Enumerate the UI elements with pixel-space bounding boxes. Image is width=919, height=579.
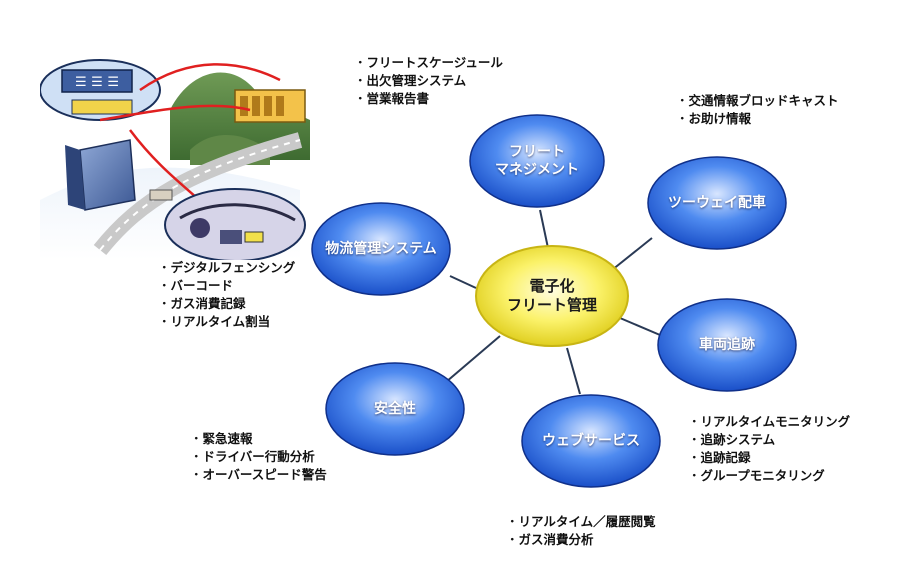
bullet-item: 出欠管理システム (354, 72, 503, 90)
node-logistics-management-line-1: 物流管理システム (325, 241, 437, 257)
node-vehicle-tracking-line-1: 車両追跡 (699, 337, 755, 353)
bullet-item: 営業報告書 (354, 90, 503, 108)
center-node: 電子化 フリート管理 (474, 244, 630, 348)
bullet-item: リアルタイム割当 (158, 313, 295, 331)
connector-vehicle (619, 317, 661, 336)
center-node-label: 電子化 フリート管理 (474, 277, 630, 315)
bullet-item: ガス消費分析 (506, 531, 656, 549)
bullets-logistics: デジタルフェンシング バーコード ガス消費記録 リアルタイム割当 (158, 259, 296, 331)
center-node-line-1: 電子化 (529, 277, 575, 295)
center-node-line-2: フリート管理 (506, 296, 597, 314)
truck (149, 189, 173, 201)
driver-cab-view (164, 188, 306, 260)
node-fleet-management-line-1: フリート (509, 144, 565, 160)
bullet-item: リアルタイム／履歴閲覧 (506, 513, 656, 531)
node-two-way-dispatch-line-1: ツーウェイ配車 (668, 195, 766, 211)
bullet-item: 追跡記録 (688, 449, 850, 467)
bullet-item: デジタルフェンシング (158, 259, 296, 277)
connector-logistics (449, 275, 477, 289)
connector-fleet (539, 209, 549, 249)
bullet-item: 追跡システム (688, 431, 850, 449)
node-safety-label: 安全性 (324, 400, 466, 418)
bullet-item: ガス消費記録 (158, 295, 295, 313)
bullet-item: フリートスケージュール (354, 54, 503, 72)
node-vehicle-tracking: 車両追跡 (656, 297, 798, 393)
office-building (79, 139, 136, 211)
connector-safety (445, 335, 501, 383)
bullet-item: ドライバー行動分析 (190, 448, 327, 466)
connector-twoway (611, 237, 653, 271)
node-two-way-dispatch: ツーウェイ配車 (646, 155, 788, 251)
bullet-item: 緊急速報 (190, 430, 327, 448)
bullets-twoway: 交通情報ブロッドキャスト お助け情報 (676, 92, 839, 128)
bullets-fleet: フリートスケージュール 出欠管理システム 営業報告書 (354, 54, 503, 108)
node-logistics-management-label: 物流管理システム (310, 240, 452, 258)
connector-web (566, 347, 581, 395)
node-two-way-dispatch-label: ツーウェイ配車 (646, 194, 788, 212)
bullet-item: バーコード (158, 277, 295, 295)
bullet-item: オーバースピード警告 (190, 466, 327, 484)
node-web-service-line-1: ウェブサービス (542, 433, 640, 449)
bullets-web: リアルタイム／履歴閲覧 ガス消費分析 (506, 513, 656, 549)
bullets-safety: 緊急速報 ドライバー行動分析 オーバースピード警告 (190, 430, 327, 484)
node-fleet-management-label: フリート マネジメント (468, 143, 606, 179)
node-logistics-management: 物流管理システム (310, 201, 452, 297)
bullet-item: 交通情報ブロッドキャスト (676, 92, 839, 110)
node-vehicle-tracking-label: 車両追跡 (656, 336, 798, 354)
node-safety: 安全性 (324, 361, 466, 457)
svg-text:☰ ☰ ☰: ☰ ☰ ☰ (75, 75, 119, 90)
node-web-service-label: ウェブサービス (520, 432, 662, 450)
node-fleet-management: フリート マネジメント (468, 113, 606, 209)
fleet-illustration: ☰ ☰ ☰ (40, 59, 310, 260)
node-safety-line-1: 安全性 (374, 401, 416, 417)
node-fleet-management-line-2: マネジメント (495, 162, 579, 178)
node-web-service: ウェブサービス (520, 393, 662, 489)
bullet-item: お助け情報 (676, 110, 839, 128)
bullet-item: リアルタイムモニタリング (688, 413, 851, 431)
bullets-vehicle: リアルタイムモニタリング 追跡システム 追跡記録 グループモニタリング (688, 413, 851, 485)
bullet-item: グループモニタリング (688, 467, 850, 485)
